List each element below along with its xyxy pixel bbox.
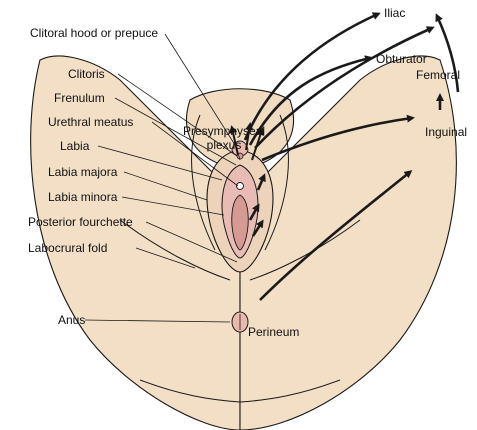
label-labocrural-fold: Labocrural fold [28,241,108,255]
label-frenulum: Frenulum [54,91,105,105]
left-thigh [30,55,241,430]
label-iliac: Iliac [384,6,406,20]
urethral-meatus-shape [236,182,244,190]
label-inguinal: Inguinal [425,125,468,139]
body-outline [30,55,457,430]
label-presymphyseal-line2: plexus [206,138,242,152]
label-presymphyseal-line1: Presymphyseal [182,124,266,138]
leader-lines [84,33,241,323]
label-clitoral-hood: Clitoral hood or prepuce [30,26,159,40]
label-clitoris: Clitoris [68,67,105,81]
label-labia: Labia [60,139,90,153]
arrow-femoral-2 [435,13,460,93]
label-labia-majora: Labia majora [48,165,118,179]
small-arrows [229,122,265,161]
arrow-labial-1 [248,203,260,221]
groin-creases [119,114,361,403]
label-urethral-meatus: Urethral meatus [48,115,134,129]
arrow-to-femoral [254,26,435,149]
arrow-inguinal-from-perineum [259,170,413,301]
label-femoral: Femoral [416,68,461,82]
label-perineum: Perineum [248,325,300,339]
label-labia-minora: Labia minora [48,190,118,204]
label-obturator: Obturator [376,52,427,66]
arrow-to-iliac [243,12,381,141]
label-presymphyseal-plexus: Presymphyseal plexus [182,124,266,152]
arrow-labial-2 [251,219,264,237]
right-thigh [239,55,457,430]
arrow-to-inguinal [261,114,415,162]
label-posterior-fourchette: Posterior fourchette [28,215,133,229]
label-anus: Anus [58,313,86,327]
vaginal-introitus [231,194,249,251]
arrow-labial-3 [256,173,266,191]
